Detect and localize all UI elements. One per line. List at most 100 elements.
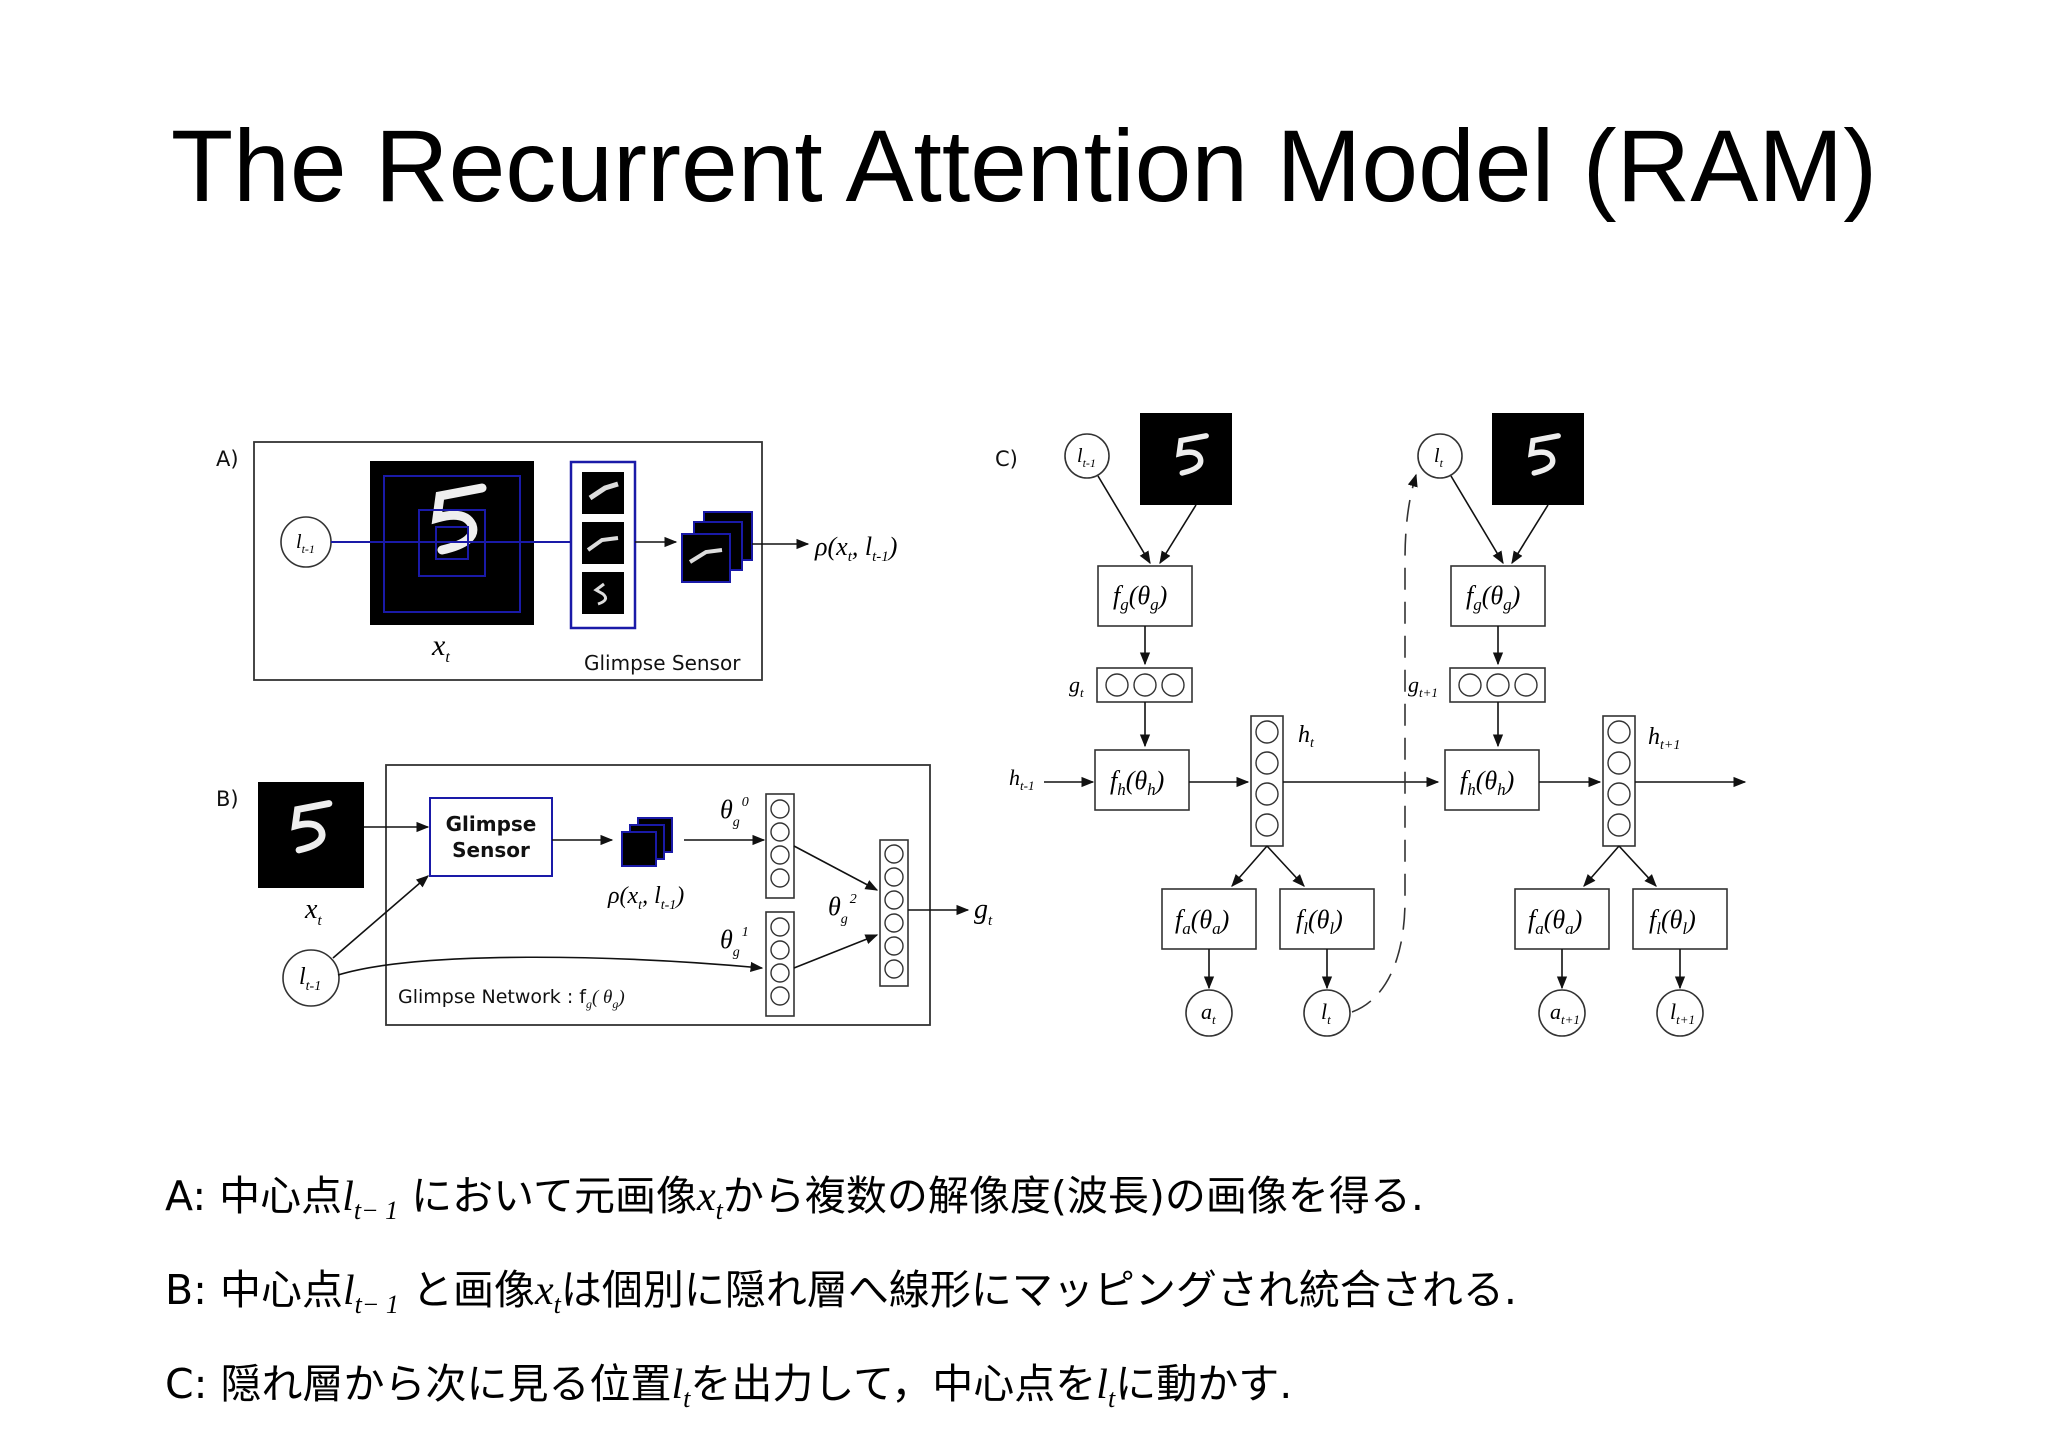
- panel-b-sensor-line1: Glimpse: [446, 812, 537, 836]
- panel-c-fl-text-t: fl(θl): [1296, 905, 1343, 938]
- panel-c-arrow-h-fa-next: [1583, 845, 1620, 887]
- caption-c: C: 隠れ層から次に見る位置ltを出力して，中心点をltに動かす.: [165, 1350, 1292, 1414]
- panel-c-l-text-next: lt+1: [1670, 999, 1695, 1027]
- panel-c-arrow-h-fl-t: [1266, 845, 1305, 887]
- panel-c-image-t: [1140, 413, 1232, 505]
- caption-b-mid: と画像: [398, 1266, 535, 1314]
- panel-c-arrow-h-fl-next: [1618, 845, 1657, 887]
- panel-c-fg-text-t: fg(θg): [1113, 581, 1167, 614]
- panel-c-h-label-next: ht+1: [1648, 724, 1680, 753]
- panel-b-loc-node: [282, 949, 340, 1007]
- caption-a-sub2: t: [715, 1196, 723, 1226]
- panel-c-label: C): [995, 447, 1018, 471]
- panel-c-fa-text-t: fa(θa): [1175, 905, 1229, 938]
- caption-a-mid: において元画像: [398, 1172, 697, 1220]
- panel-c-l-text-t: lt: [1321, 999, 1331, 1027]
- caption-b-suffix: は個別に隠れ層へ線形にマッピングされ統合される.: [560, 1266, 1517, 1314]
- panel-c-h-prev-label: ht-1: [1009, 765, 1034, 793]
- panel-a-frame: [253, 441, 763, 681]
- panel-b-theta1-unit: [770, 917, 790, 937]
- panel-c-h-unit: [1255, 720, 1279, 744]
- panel-c-l-node-next: [1656, 989, 1704, 1037]
- caption-a-prefix: A: 中心点: [165, 1172, 343, 1220]
- caption-b: B: 中心点lt− 1 と画像xtは個別に隠れ層へ線形にマッピングされ統合される…: [165, 1256, 1517, 1320]
- panel-a-loc-text: lt-1: [296, 531, 315, 556]
- panel-a-patch-2: [582, 522, 624, 564]
- panel-c: C) lt-1 fg(θg) gt ht-1 fh(θh): [995, 413, 1747, 1037]
- panel-b-theta1-unit: [770, 986, 790, 1006]
- panel-a-stack-stroke: [688, 548, 723, 564]
- caption-c-suffix: に動かす.: [1115, 1360, 1293, 1408]
- panel-c-h-unit: [1607, 782, 1631, 806]
- panel-b-theta2-unit: [884, 913, 904, 933]
- panel-b-theta2-unit: [884, 936, 904, 956]
- panel-b-theta2-unit: [884, 959, 904, 979]
- panel-b-stack-1: [621, 831, 657, 867]
- panel-b-theta1-unit: [770, 940, 790, 960]
- panel-b-output-label: gt: [974, 894, 993, 929]
- panel-b-theta1: θg1: [720, 925, 749, 960]
- panel-c-g-label-next: gt+1: [1408, 672, 1438, 700]
- caption-a: A: 中心点lt− 1 において元画像xtから複数の解像度(波長)の画像を得る.: [165, 1162, 1424, 1226]
- panel-b-arrow-theta1-theta2: [793, 934, 879, 969]
- panel-c-arrow-lprev-fg: [1097, 475, 1151, 565]
- caption-a-var1: l: [342, 1174, 354, 1220]
- panel-c-g-unit: [1105, 673, 1129, 697]
- panel-b-sensor-box: [429, 797, 553, 877]
- caption-c-sub2: t: [1107, 1384, 1116, 1414]
- panel-b-rho-label: ρ(xt, lt-1): [607, 883, 684, 913]
- caption-b-var1: l: [342, 1268, 355, 1314]
- caption-c-var1: l: [671, 1362, 684, 1408]
- caption-c-mid: を出力して，中心点を: [690, 1360, 1097, 1408]
- panel-b-theta2-unit: [884, 844, 904, 864]
- slide-title: The Recurrent Attention Model (RAM): [170, 109, 1878, 223]
- panel-c-g-unit: [1458, 673, 1482, 697]
- panel-c-fl-box-next: [1632, 888, 1728, 950]
- caption-c-var2: l: [1096, 1362, 1108, 1408]
- panel-c-l-curr-text: lt: [1434, 445, 1444, 470]
- panel-b-theta0-unit: [770, 845, 790, 865]
- panel-c-g-unit: [1514, 673, 1538, 697]
- panel-c-g-layer-t: [1096, 667, 1193, 703]
- panel-b-arrow-loc-sensor: [332, 875, 429, 959]
- panel-b-theta2-layer: [879, 839, 909, 987]
- panel-a-patch-3-stroke: [593, 582, 608, 606]
- caption-a-var2: x: [696, 1174, 716, 1220]
- panel-a-stack-1: [681, 533, 731, 583]
- panel-a-patch-1: [582, 472, 624, 514]
- panel-c-h-unit: [1255, 751, 1279, 775]
- panel-c-fg-box-t: [1097, 565, 1193, 627]
- panel-c-fg-box-next: [1450, 565, 1546, 627]
- panel-c-fh-text-next: fh(θh): [1460, 766, 1514, 799]
- panel-a-output-label: ρ(xt, lt-1): [814, 532, 897, 565]
- panel-c-fh-text-t: fh(θh): [1110, 766, 1164, 799]
- panel-c-l-node-t: [1303, 989, 1351, 1037]
- panel-c-arrow-img-fg: [1159, 504, 1197, 565]
- panel-c-l-prev-node: [1064, 433, 1110, 479]
- caption-b-sub2: t: [553, 1290, 561, 1320]
- panel-b-theta0-unit: [770, 799, 790, 819]
- panel-a-label: A): [216, 447, 239, 471]
- panel-b-loc-text: lt-1: [299, 964, 321, 994]
- panel-c-a-node-t: [1185, 989, 1233, 1037]
- caption-b-var2: x: [534, 1268, 554, 1314]
- caption-b-sub1: t− 1: [354, 1290, 399, 1320]
- panel-c-g-unit: [1161, 673, 1185, 697]
- panel-b-input-image: [258, 782, 364, 888]
- caption-c-prefix: C: 隠れ層から次に見る位置: [165, 1360, 672, 1408]
- caption-b-prefix: B: 中心点: [165, 1266, 343, 1314]
- panel-c-h-unit: [1255, 813, 1279, 837]
- caption-a-sub1: t− 1: [353, 1196, 399, 1226]
- panel-b-theta2: θg2: [828, 892, 857, 927]
- panel-c-arrow-h-fa-t: [1231, 845, 1268, 887]
- panel-c-h-unit: [1255, 782, 1279, 806]
- panel-c-arrow-img-fg-next: [1511, 504, 1549, 565]
- panel-a-glimpse-large: [383, 475, 521, 613]
- panel-c-fl-box-t: [1279, 888, 1375, 950]
- panel-c-fa-box-t: [1161, 888, 1257, 950]
- panel-c-h-unit: [1607, 751, 1631, 775]
- panel-c-h-unit: [1607, 813, 1631, 837]
- panel-c-g-unit: [1486, 673, 1510, 697]
